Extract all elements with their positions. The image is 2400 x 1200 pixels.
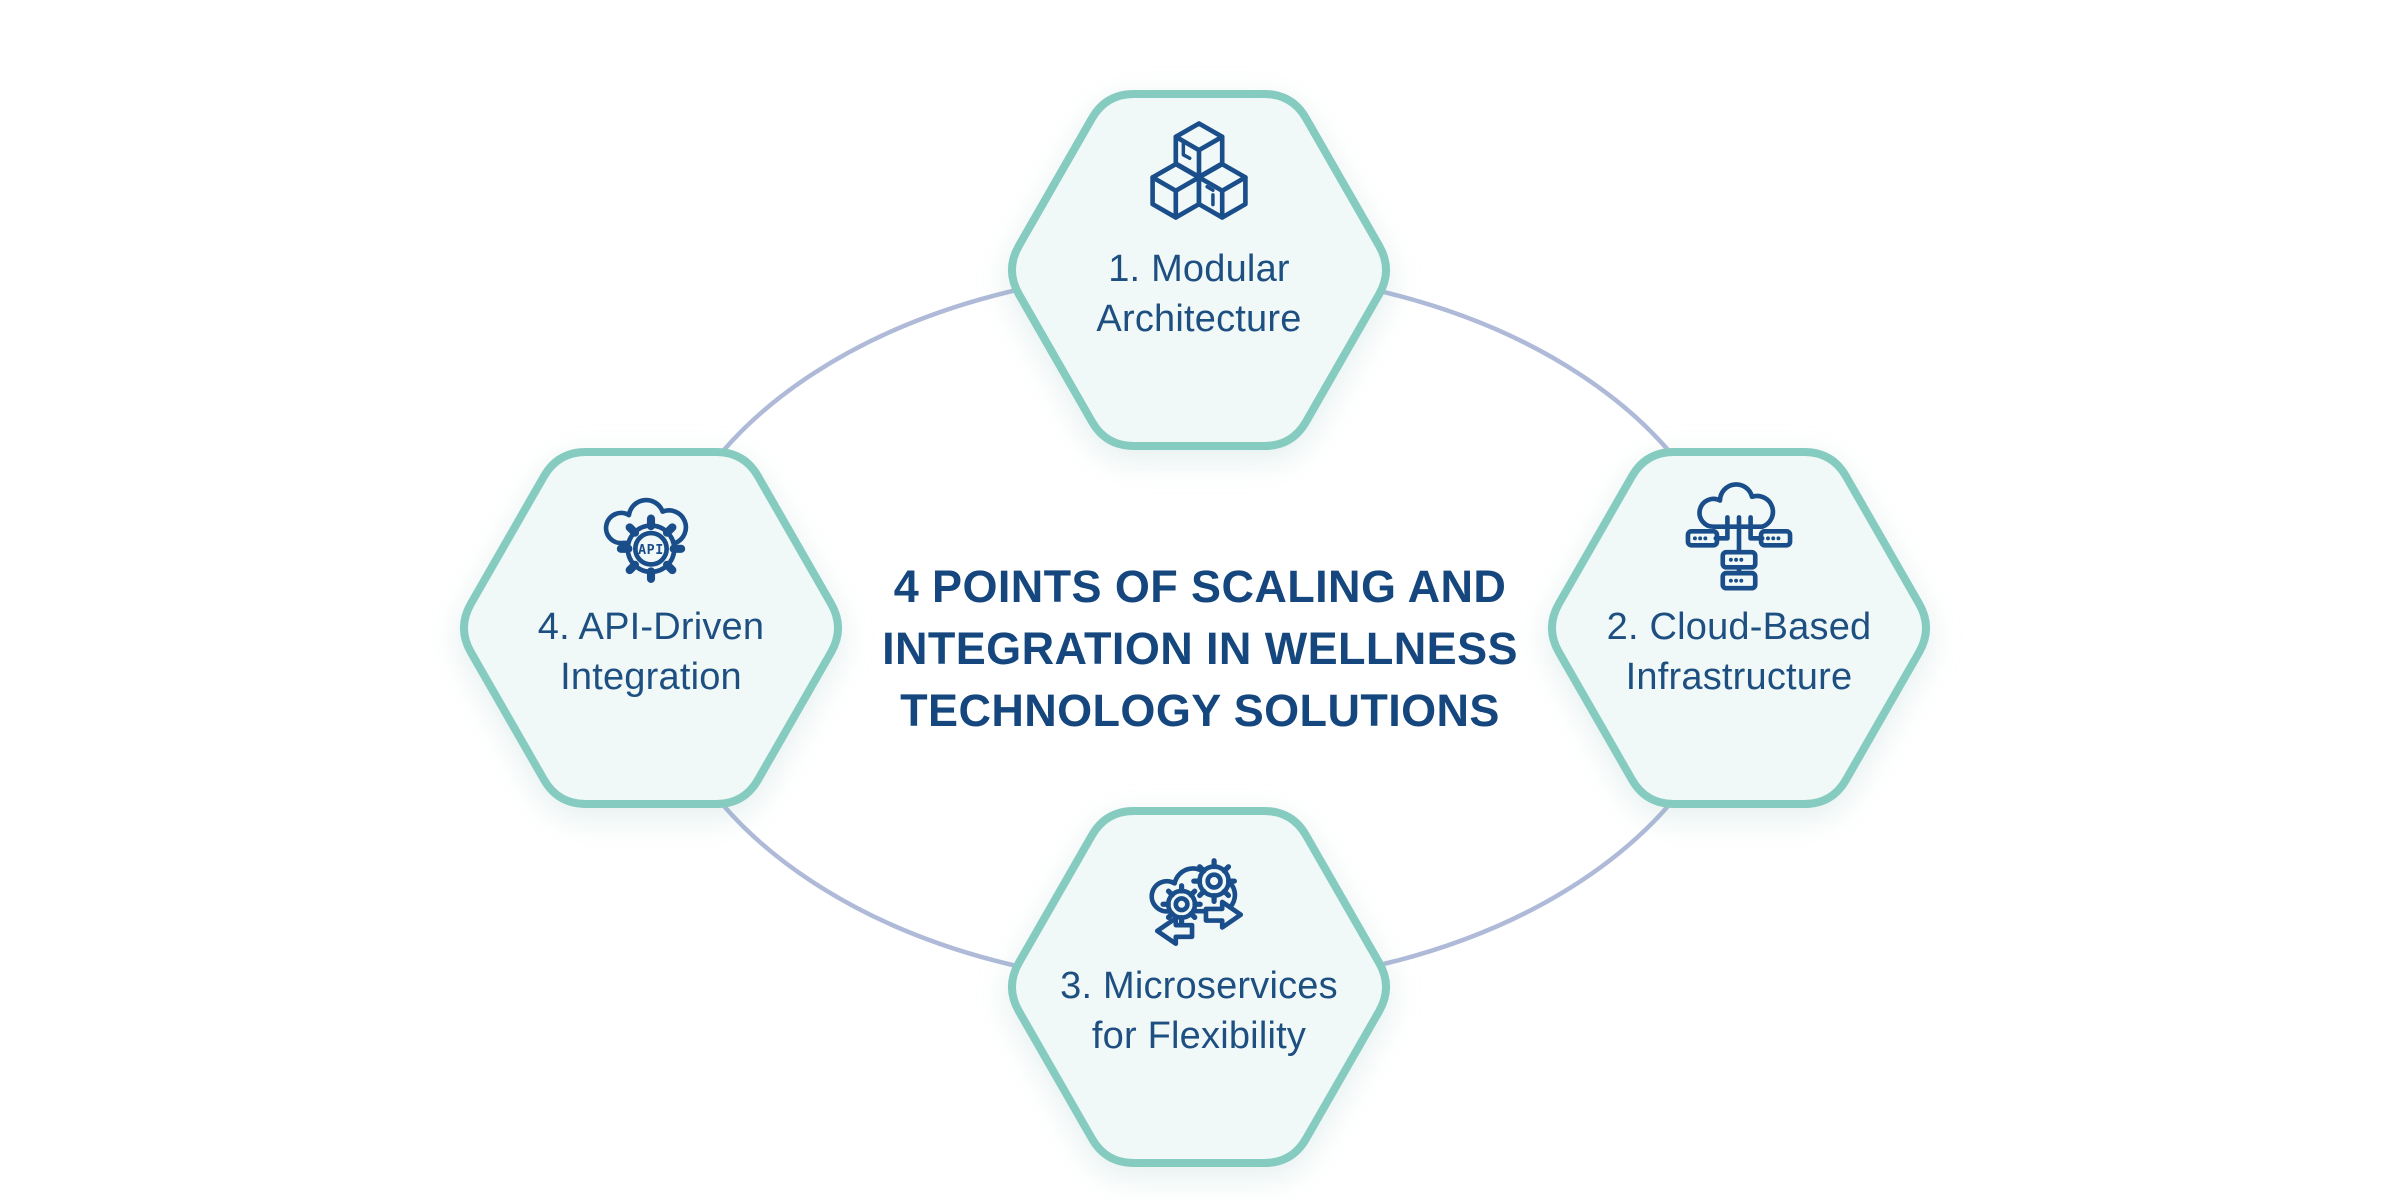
cloud-gears-sync-icon bbox=[1149, 858, 1244, 947]
node-label-line1: 1. Modular bbox=[1108, 248, 1290, 290]
hex-node-modular-architecture: 1. Modular Architecture bbox=[1005, 90, 1393, 450]
node-label: 2. Cloud-Based Infrastructure bbox=[1607, 602, 1872, 702]
diagram-title-line1: 4 POINTS OF SCALING AND bbox=[893, 561, 1507, 612]
hexagon-outline bbox=[1547, 448, 1931, 808]
node-label: 1. Modular Architecture bbox=[1096, 244, 1301, 344]
node-label-line2: for Flexibility bbox=[1091, 1015, 1307, 1057]
node-label: 3. Microservices for Flexibility bbox=[1060, 961, 1338, 1061]
node-label-line1: 2. Cloud-Based bbox=[1606, 606, 1872, 648]
node-label-line2: Integration bbox=[560, 656, 742, 698]
node-label-line2: Architecture bbox=[1096, 298, 1302, 340]
node-label-line1: 4. API-Driven bbox=[537, 606, 765, 648]
diagram-title-line2: INTEGRATION IN WELLNESS bbox=[882, 623, 1518, 674]
hexagon-outline bbox=[1007, 807, 1391, 1167]
hexagon-outline bbox=[1007, 90, 1391, 450]
hex-node-microservices-flexibility: 3. Microservices for Flexibility bbox=[1005, 807, 1393, 1167]
hexagon-shape bbox=[1547, 448, 1931, 808]
hexagon-shape bbox=[1007, 807, 1391, 1167]
hexagon-shape bbox=[459, 448, 843, 808]
cubes-icon bbox=[1150, 121, 1248, 220]
api-gear-cloud-icon: API bbox=[603, 497, 689, 583]
cloud-servers-icon bbox=[1685, 482, 1793, 591]
diagram-title: 4 POINTS OF SCALING AND INTEGRATION IN W… bbox=[750, 556, 1650, 742]
hex-node-cloud-based-infrastructure: 2. Cloud-Based Infrastructure bbox=[1545, 448, 1933, 808]
node-label-line1: 3. Microservices bbox=[1060, 965, 1338, 1007]
node-label-line2: Infrastructure bbox=[1625, 656, 1853, 698]
hexagon-shape bbox=[1007, 90, 1391, 450]
node-label: 4. API-Driven Integration bbox=[538, 602, 764, 702]
api-icon-text: API bbox=[638, 543, 664, 558]
hexagon-outline bbox=[459, 448, 843, 808]
hex-node-api-driven-integration: API 4. API-Driven Integration bbox=[457, 448, 845, 808]
diagram-title-line3: TECHNOLOGY SOLUTIONS bbox=[900, 685, 1500, 736]
